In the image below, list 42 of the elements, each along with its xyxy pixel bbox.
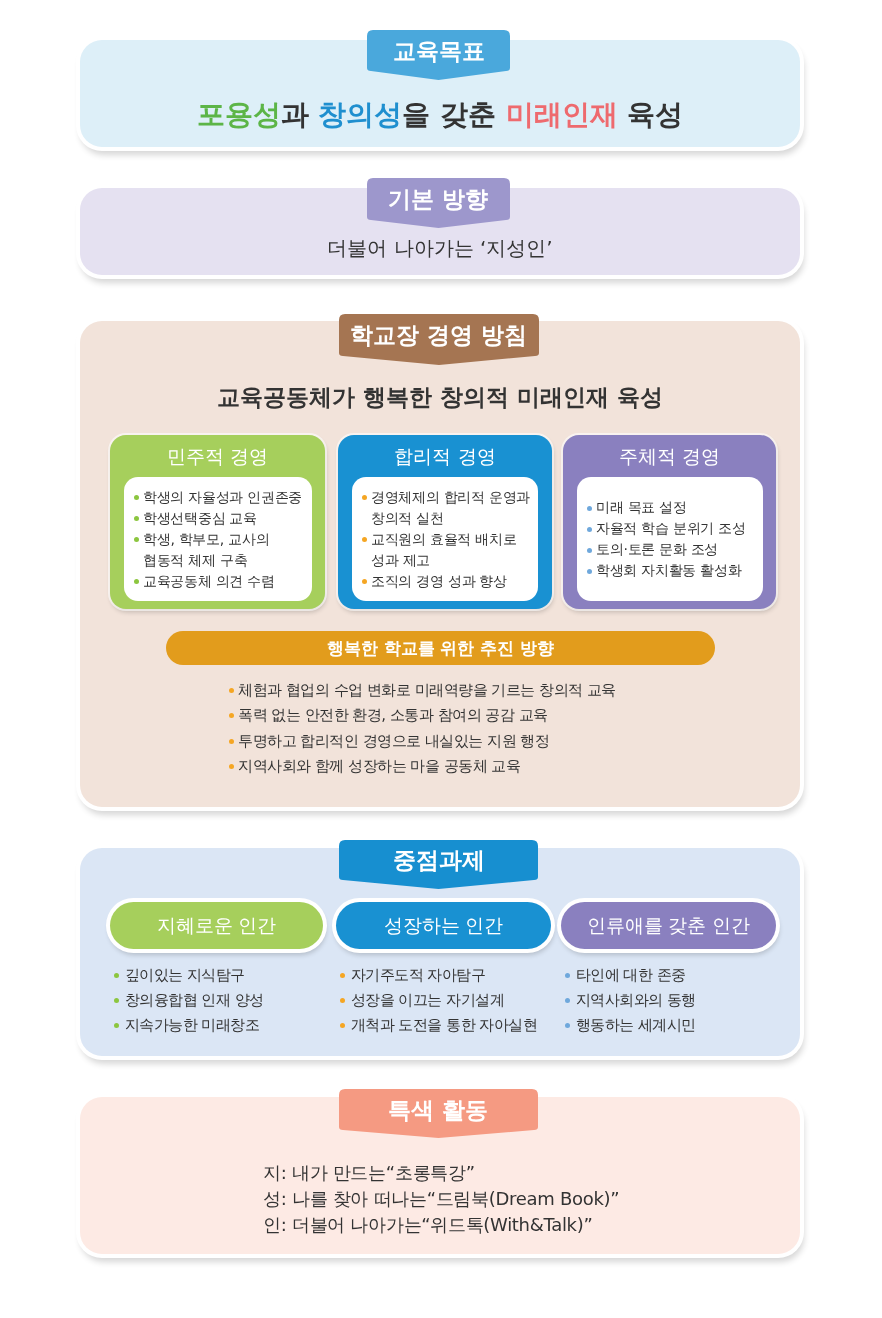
heading-bar: 행복한 학교를 위한 추진 방향	[166, 631, 715, 665]
bullet-text: 행동하는 세계시민	[575, 1015, 696, 1036]
bullet-list-box	[577, 477, 763, 601]
category-card	[563, 435, 776, 609]
bullet-text: 깊이있는 지식탐구	[124, 965, 245, 986]
card-title: 주체적 경영	[619, 444, 720, 469]
bullet-text: 학생선택중심 교육	[143, 508, 258, 528]
activity-line: 성: 나를 찾아 떠나는“드림북(Dream Book)”	[263, 1186, 620, 1211]
bullet-list-box	[352, 477, 538, 601]
bullet-text: 학생의 자율성과 인권존중	[143, 487, 303, 507]
bullet-text: 교육공동체 의견 수렴	[143, 571, 276, 591]
bullet-text: 지역사회와의 동행	[575, 990, 696, 1011]
goal-statement: 포용성과 창의성을 갖춘 미래인재 육성	[196, 96, 684, 133]
bullet-text: 타인에 대한 존중	[575, 965, 686, 986]
category-card	[110, 435, 325, 609]
bullet-text: 조직의 경영 성과 향상	[371, 571, 508, 591]
bullet-text: 지역사회와 함께 성장하는 마을 공동체 교육	[238, 755, 521, 777]
bullet-text: 자율적 학습 분위기 조성	[596, 519, 747, 538]
category-card	[338, 435, 552, 609]
heading-tab: 기본 방향	[367, 178, 510, 228]
card-title: 민주적 경영	[167, 444, 268, 469]
bullet-text: 경영체제의 합리적 운영과 창의적 실천	[371, 487, 531, 528]
bullet-text: 미래 목표 설정	[596, 498, 688, 517]
bullet-text: 지속가능한 미래창조	[124, 1015, 260, 1036]
bullet-text: 토의·토론 문화 조성	[596, 540, 720, 559]
activity-line: 인: 더불어 나아가는“위드톡(With&Talk)”	[263, 1212, 593, 1237]
card-title: 합리적 경영	[394, 444, 496, 469]
bullet-list-box	[124, 477, 312, 601]
panel-subtitle: 교육공동체가 행복한 창의적 미래인재 육성	[217, 383, 663, 412]
bullet-text: 체험과 협업의 수업 변화로 미래역량을 기르는 창의적 교육	[238, 680, 616, 701]
bullet-text: 성장을 이끄는 자기설계	[350, 990, 505, 1011]
bullet-text: 개척과 도전을 통한 자아실현	[350, 1015, 538, 1036]
bullet-text: 창의융합협 인재 양성	[124, 990, 264, 1011]
bullet-text: 교직원의 효율적 배치로 성과 제고	[371, 529, 518, 570]
bullet-text: 자기주도적 자아탐구	[350, 965, 486, 986]
direction-statement: 더불어 나아가는 ‘지성인’	[327, 235, 553, 262]
bullet-text: 투명하고 합리적인 경영으로 내실있는 지원 행정	[238, 730, 550, 752]
bullet-text: 폭력 없는 안전한 환경, 소통과 참여의 공감 교육	[238, 705, 548, 727]
heading-tab: 교육목표	[367, 30, 510, 80]
activity-line: 지: 내가 만드는“초롱특강”	[263, 1160, 475, 1185]
bullet-text: 학생회 자치활동 활성화	[596, 561, 743, 580]
bullet-text: 학생, 학부모, 교사의 협동적 체제 구축	[143, 529, 271, 570]
